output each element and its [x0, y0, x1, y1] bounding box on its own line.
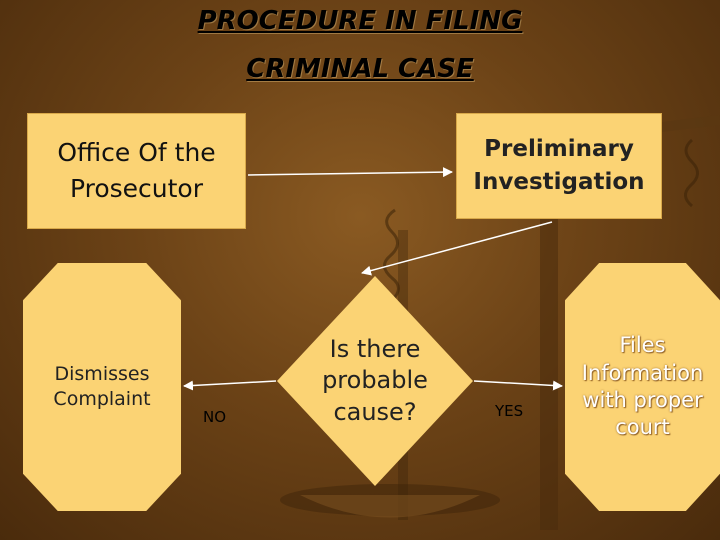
arrow-preliminary-to-question: [361, 221, 553, 276]
preliminary-investigation-node: Preliminary Investigation: [456, 113, 662, 219]
dismisses-label: Dismisses Complaint: [53, 363, 151, 410]
question-label: Is there probable cause?: [322, 335, 428, 426]
edge-label-yes: YES: [495, 402, 524, 420]
dismisses-complaint-node: Dismisses Complaint: [23, 263, 181, 511]
arrow-prosecutor-to-preliminary: [247, 167, 453, 178]
arrow-question-to-dismisses: [183, 380, 277, 391]
prosecutor-label: Office Of the Prosecutor: [57, 137, 216, 203]
arrow-question-to-files: [473, 380, 563, 391]
edge-label-no: NO: [203, 408, 227, 426]
files-label: Files Information with proper court: [581, 333, 704, 440]
office-of-the-prosecutor-node: Office Of the Prosecutor: [27, 113, 246, 229]
title-line-2: CRIMINAL CASE: [246, 54, 474, 84]
title-line-1: PROCEDURE IN FILING: [197, 6, 523, 36]
preliminary-label: Preliminary Investigation: [473, 135, 645, 195]
files-information-node: Files Information with proper court: [565, 263, 720, 511]
